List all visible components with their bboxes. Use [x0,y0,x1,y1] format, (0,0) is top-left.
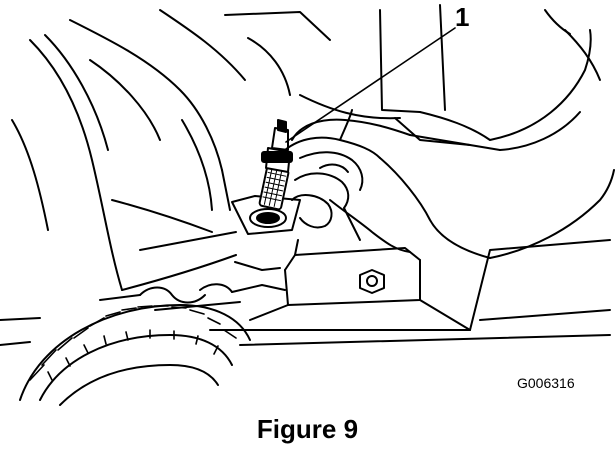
hand [284,29,615,259]
mount-block [209,239,611,346]
figure-caption: Figure 9 [256,414,359,444]
tire [19,304,251,406]
image-code: G006316 [517,375,575,391]
line-drawing [0,4,615,406]
bolt-icon [359,269,385,294]
bracket [231,195,301,235]
plug-connector [258,119,293,211]
callout-leader-line [285,27,456,143]
machine-frame [11,9,331,291]
upper-housing [299,4,601,146]
ground [0,317,41,346]
callout-number: 1 [455,2,470,32]
